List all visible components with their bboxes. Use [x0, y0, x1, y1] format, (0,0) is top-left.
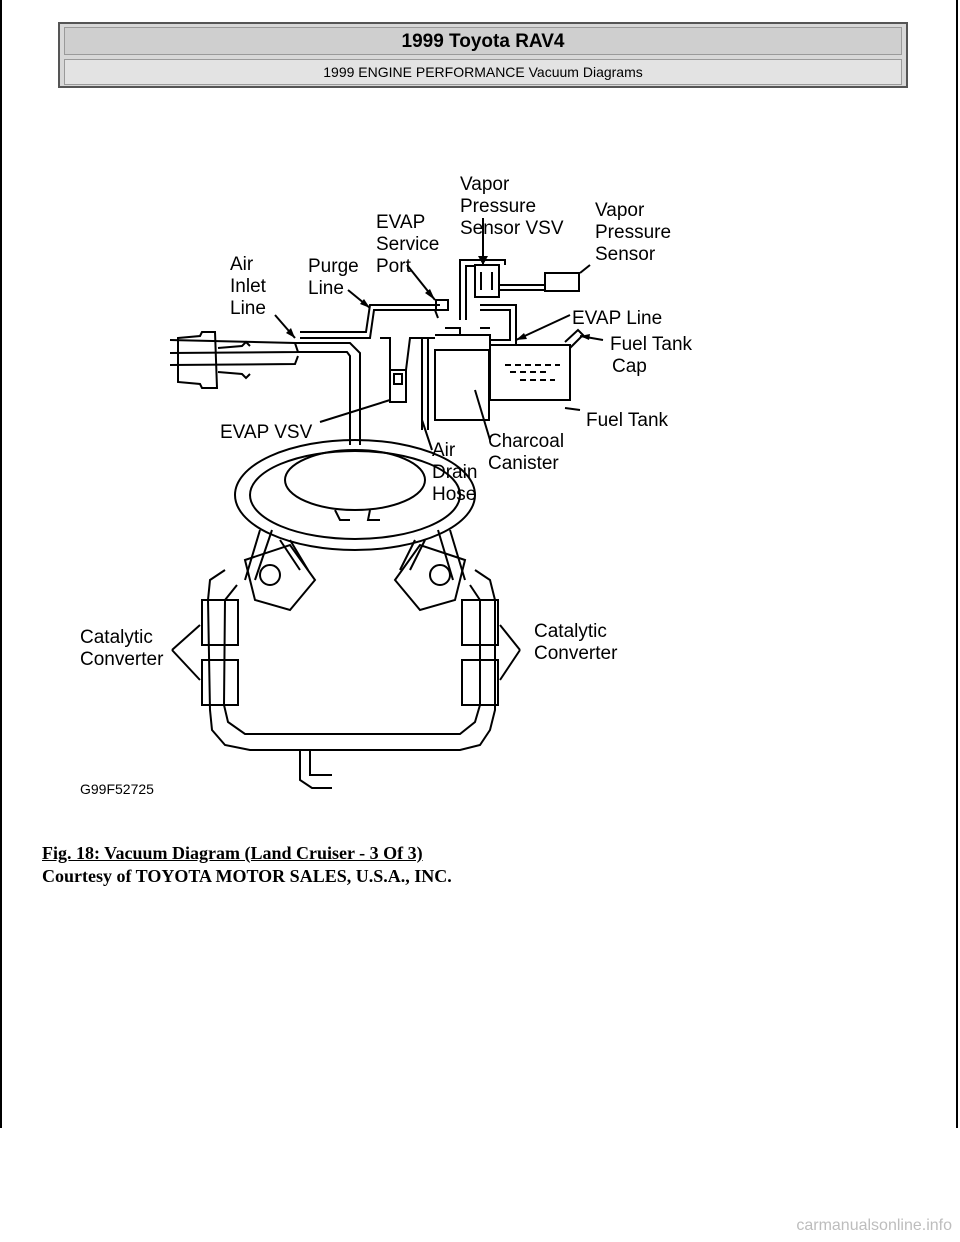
label-air-drain-hose: Air Drain Hose [432, 440, 483, 505]
figure-code: G99F52725 [80, 781, 154, 797]
left-catalytic-converter-upper [201, 599, 239, 646]
label-catalytic-converter-left: Catalytic Converter [80, 627, 164, 670]
figure-caption: Fig. 18: Vacuum Diagram (Land Cruiser - … [42, 843, 423, 863]
air-cleaner-housing [177, 331, 219, 389]
footer-area [0, 1128, 960, 1242]
air-drain-hose [421, 338, 429, 430]
vapor-pressure-sensor [544, 272, 580, 292]
label-fuel-tank: Fuel Tank [586, 410, 669, 431]
courtesy-line: Courtesy of TOYOTA MOTOR SALES, U.S.A., … [42, 866, 452, 886]
evap-line [480, 304, 517, 346]
left-exhaust [206, 569, 496, 751]
right-catalytic-converter-upper [461, 599, 499, 646]
label-purge-line: Purge Line [308, 256, 364, 299]
header-title: 1999 Toyota RAV4 [64, 27, 902, 55]
intake-plenum [234, 439, 476, 551]
label-vapor-pressure-sensor-vsv: Vapor Pressure Sensor VSV [460, 174, 564, 239]
purge-line [300, 304, 440, 339]
tailpipe [299, 750, 332, 789]
fuel-tank-cap [564, 328, 585, 349]
engine-left-bank [243, 543, 317, 612]
label-evap-line: EVAP Line [572, 308, 662, 329]
evap-vsv-body [389, 369, 407, 403]
label-evap-service-port: EVAP Service Port [376, 212, 445, 277]
label-fuel-tank-cap: Fuel Tank Cap [610, 334, 697, 377]
air-inlet-pipe [169, 339, 300, 366]
document-header: 1999 Toyota RAV4 1999 ENGINE PERFORMANCE… [58, 22, 908, 88]
engine-right-bank [393, 543, 467, 612]
label-air-inlet-line: Air Inlet Line [230, 254, 271, 319]
intake-riser [295, 342, 361, 445]
label-vapor-pressure-sensor: Vapor Pressure Sensor [595, 200, 676, 265]
vacuum-diagram: Air Inlet Line Purge Line EVAP Service P… [80, 174, 697, 797]
label-charcoal-canister: Charcoal Canister [488, 431, 569, 474]
label-catalytic-converter-right: Catalytic Converter [534, 621, 618, 664]
header-subtitle: 1999 ENGINE PERFORMANCE Vacuum Diagrams [64, 59, 902, 85]
right-catalytic-converter-lower [461, 659, 499, 706]
watermark: carmanualsonline.info [796, 1217, 952, 1234]
left-catalytic-converter-lower [201, 659, 239, 706]
service-port [435, 299, 449, 311]
fuel-tank [489, 344, 571, 401]
vapor-pressure-vsv [474, 264, 500, 298]
label-evap-vsv: EVAP VSV [220, 422, 313, 443]
page-border [0, 0, 958, 1128]
